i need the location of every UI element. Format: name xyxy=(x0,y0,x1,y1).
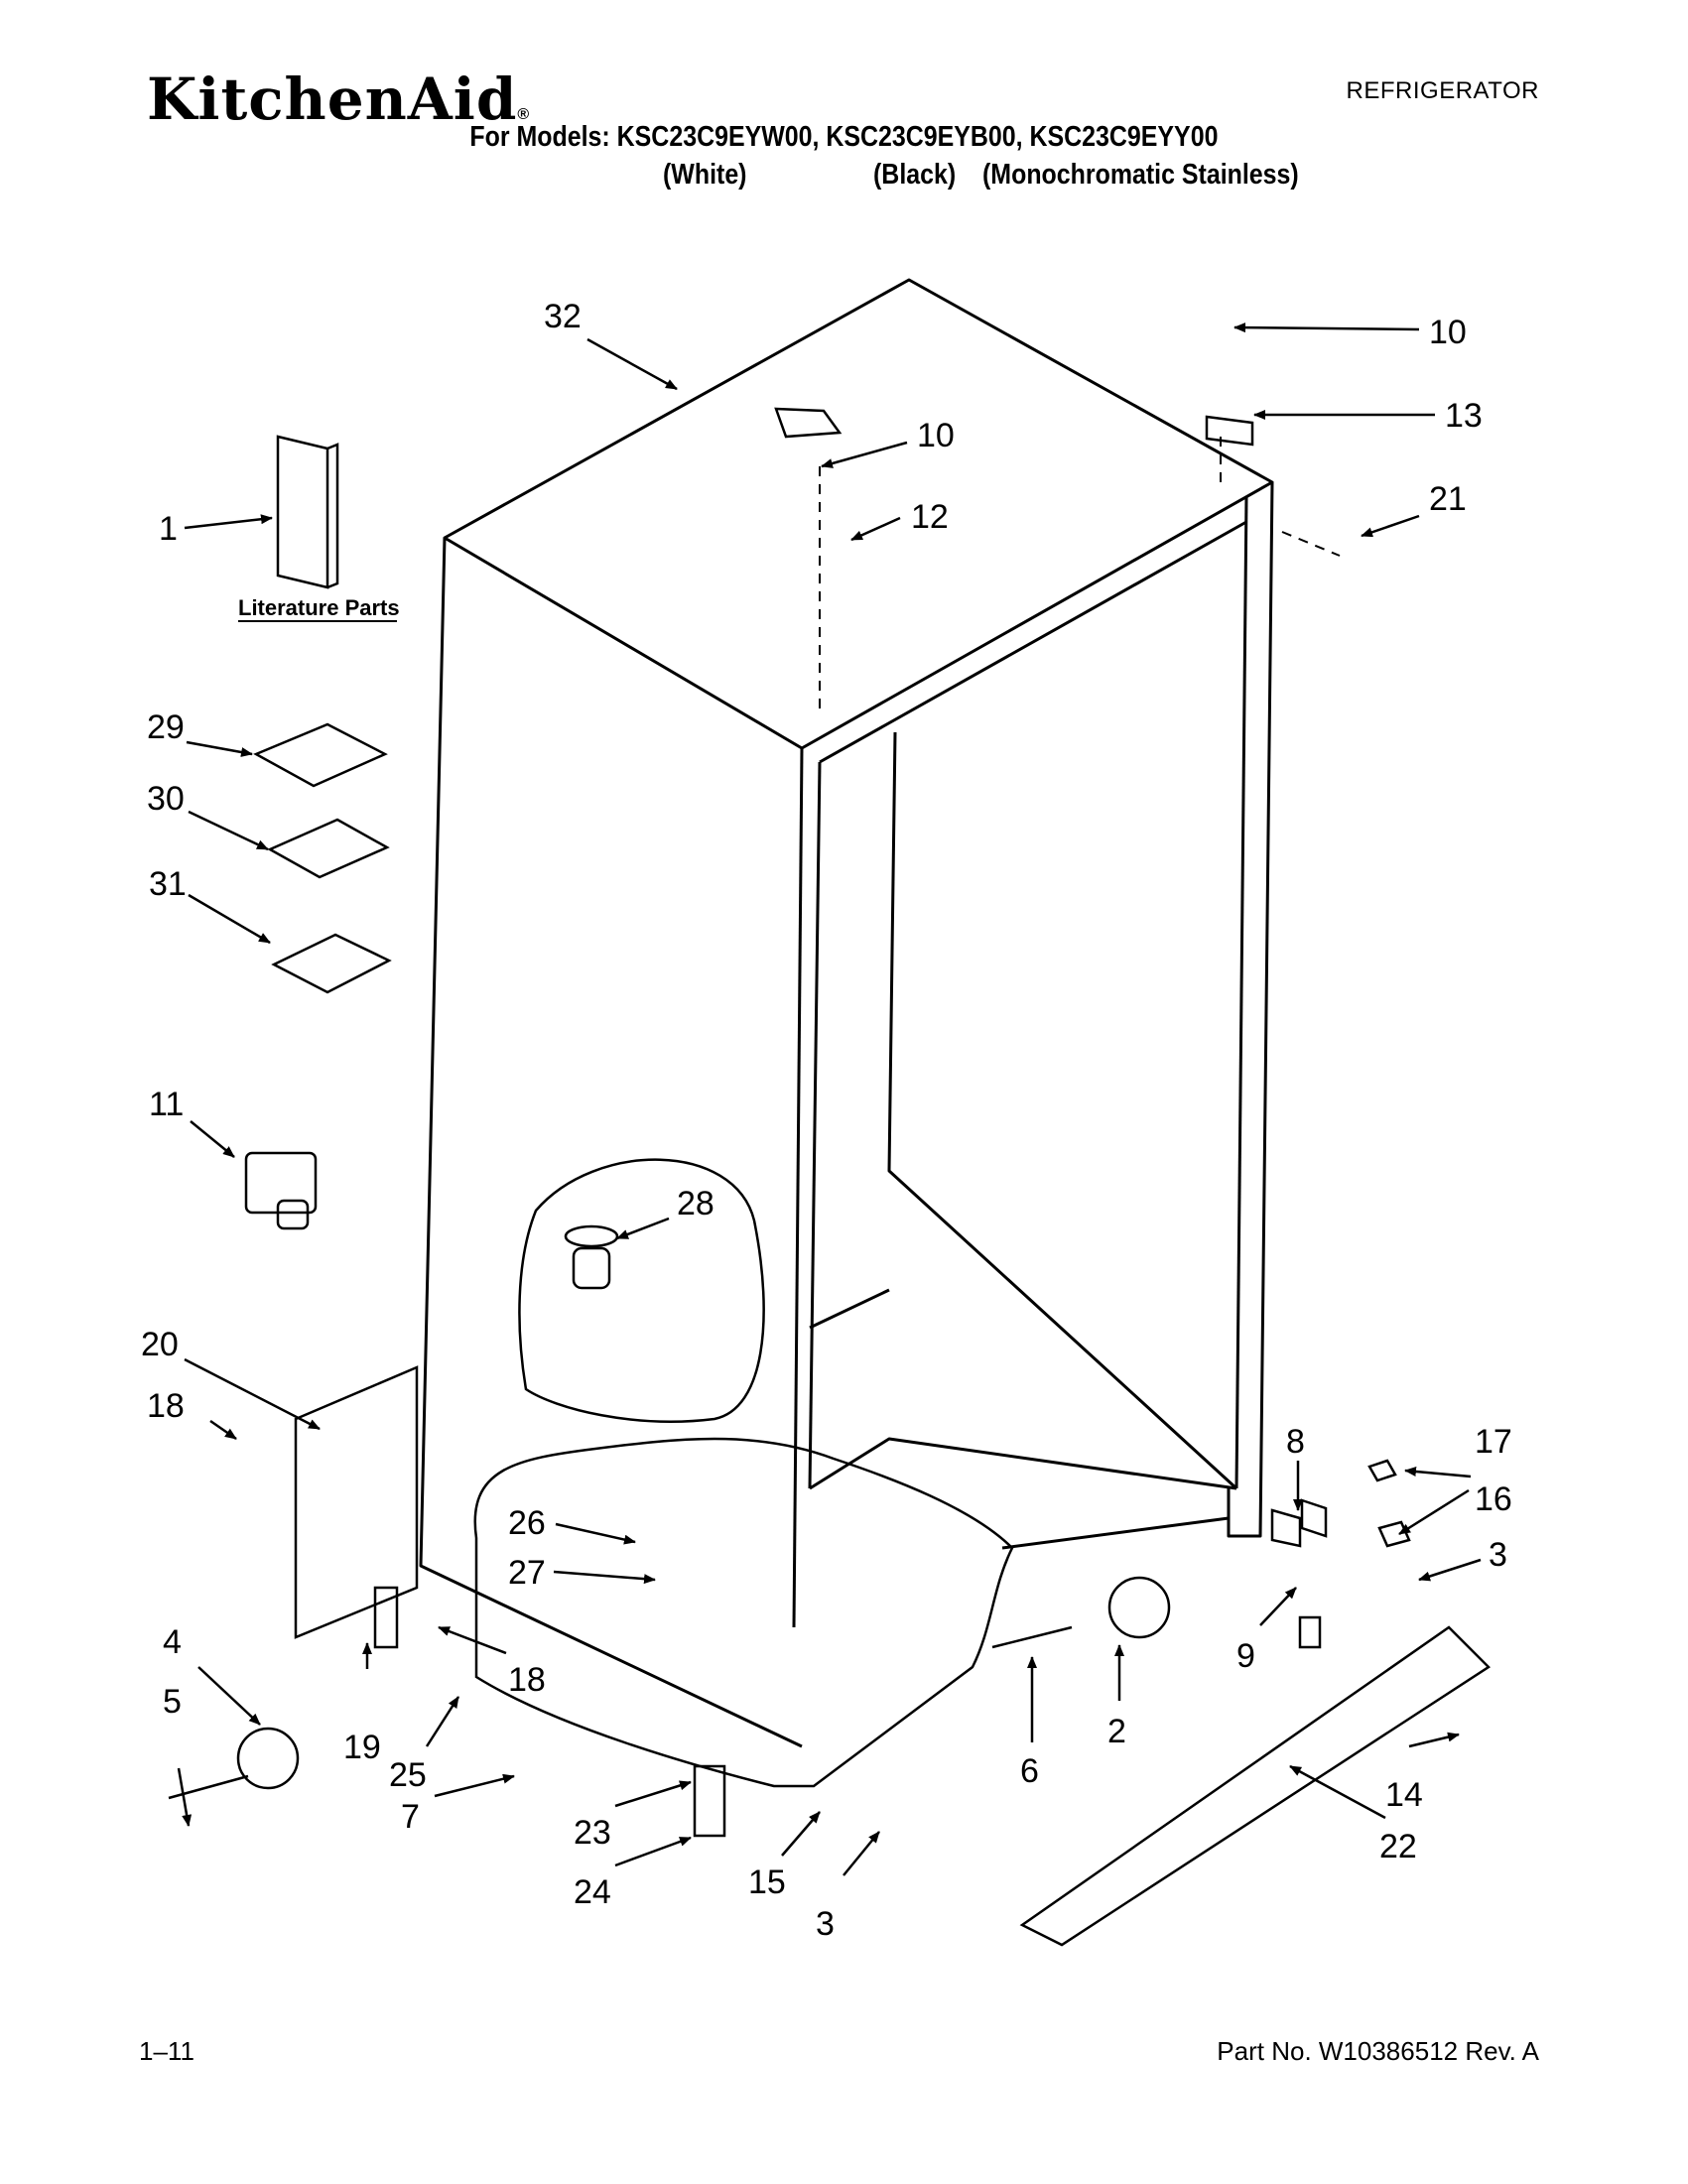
callout-23: 23 xyxy=(574,1814,611,1852)
literature-parts-label: Literature Parts xyxy=(238,595,400,620)
callout-28: 28 xyxy=(677,1185,714,1222)
brand-registered-mark: ® xyxy=(517,106,531,123)
assembly-lines xyxy=(819,437,1341,714)
callout-16: 16 xyxy=(1475,1480,1512,1518)
cutaway-outlines xyxy=(473,1158,1014,1788)
callout-25: 25 xyxy=(389,1756,427,1794)
part-shapes xyxy=(168,407,1491,1947)
callout-17: 17 xyxy=(1475,1423,1512,1461)
callout-18-center: 18 xyxy=(508,1661,546,1699)
callout-12: 12 xyxy=(911,498,949,536)
cabinet-drawing xyxy=(419,278,1274,1748)
callout-24: 24 xyxy=(574,1873,611,1911)
callout-10-top-right: 10 xyxy=(1429,314,1467,351)
callout-7: 7 xyxy=(401,1798,420,1836)
callout-13: 13 xyxy=(1445,397,1483,435)
callout-15: 15 xyxy=(748,1863,786,1901)
callout-1: 1 xyxy=(159,510,178,548)
callout-32: 32 xyxy=(544,298,582,335)
brand-logo: KitchenAid® xyxy=(147,65,530,133)
callout-11: 11 xyxy=(149,1086,184,1123)
color-white: (White) xyxy=(663,159,747,191)
document-type: REFRIGERATOR xyxy=(1346,77,1539,104)
callout-22: 22 xyxy=(1379,1828,1417,1865)
callout-5: 5 xyxy=(163,1683,182,1721)
callout-numbers: 32 10 10 13 12 21 1 29 30 31 11 28 20 18… xyxy=(141,298,1512,1943)
callout-27: 27 xyxy=(508,1554,546,1592)
callout-3-right: 3 xyxy=(1489,1536,1507,1574)
brand-name: KitchenAid xyxy=(147,65,518,133)
callout-8: 8 xyxy=(1286,1423,1305,1461)
color-black: (Black) xyxy=(873,159,957,191)
callout-6: 6 xyxy=(1020,1752,1039,1790)
callout-2: 2 xyxy=(1107,1713,1126,1750)
callout-30: 30 xyxy=(147,780,185,818)
models-line: For Models: KSC23C9EYW00, KSC23C9EYB00, … xyxy=(469,121,1219,153)
callout-20: 20 xyxy=(141,1326,179,1363)
callout-9: 9 xyxy=(1236,1637,1255,1675)
callout-29: 29 xyxy=(147,708,185,746)
part-number: Part No. W10386512 Rev. A xyxy=(1217,2036,1539,2066)
callout-21: 21 xyxy=(1429,480,1467,518)
color-stainless: (Monochromatic Stainless) xyxy=(982,159,1299,191)
callout-4: 4 xyxy=(163,1623,182,1661)
callout-19: 19 xyxy=(343,1729,381,1766)
callout-14: 14 xyxy=(1385,1776,1423,1814)
page-number: 1–11 xyxy=(139,2036,195,2066)
callout-18-left: 18 xyxy=(147,1387,185,1425)
callout-31: 31 xyxy=(149,865,187,903)
callout-26: 26 xyxy=(508,1504,546,1542)
leader-arrows xyxy=(177,322,1482,1876)
callout-3-bottom: 3 xyxy=(816,1905,835,1943)
callout-10-center: 10 xyxy=(917,417,955,454)
